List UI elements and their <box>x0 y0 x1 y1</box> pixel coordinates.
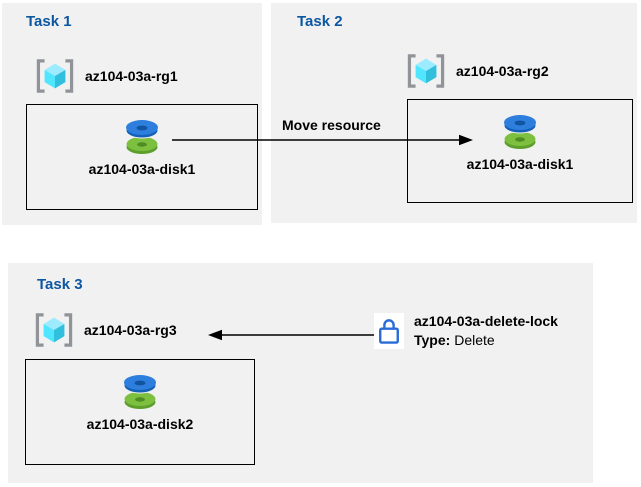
task2-title: Task 2 <box>297 13 343 30</box>
lock-type-label: Type: Delete <box>414 332 558 348</box>
task1-panel <box>2 3 262 225</box>
move-resource-label: Move resource <box>282 117 381 133</box>
task1-rg-label: az104-03a-rg1 <box>85 68 178 84</box>
task3-resource-box: az104-03a-disk2 <box>25 359 255 465</box>
task1-resource-box: az104-03a-disk1 <box>26 104 258 210</box>
task1-disk-label: az104-03a-disk1 <box>88 161 196 177</box>
lock-type-key: Type: <box>414 332 451 348</box>
task3-resource-group: az104-03a-rg3 <box>33 312 177 348</box>
task2-resource-group: az104-03a-rg2 <box>405 53 549 89</box>
task3-panel <box>8 263 593 483</box>
lock-type-value: Delete <box>454 332 495 348</box>
task1-title: Task 1 <box>26 13 72 30</box>
resource-group-icon <box>33 312 75 348</box>
task2-disk-label: az104-03a-disk1 <box>466 156 574 172</box>
task2-resource-box: az104-03a-disk1 <box>407 99 633 203</box>
disk-icon <box>120 373 160 410</box>
lock-icon <box>374 313 404 349</box>
task2-rg-label: az104-03a-rg2 <box>456 63 549 79</box>
lock-name-label: az104-03a-delete-lock <box>414 313 558 329</box>
disk-icon <box>500 113 540 150</box>
delete-lock-annotation: az104-03a-delete-lock Type: Delete <box>374 313 558 349</box>
task3-disk-label: az104-03a-disk2 <box>86 416 194 432</box>
resource-group-icon <box>405 53 447 89</box>
task1-resource-group: az104-03a-rg1 <box>34 58 178 94</box>
disk-icon <box>122 118 162 155</box>
lock-text: az104-03a-delete-lock Type: Delete <box>414 313 558 348</box>
task2-panel <box>271 3 637 223</box>
lock-icon-glyph <box>377 316 401 346</box>
resource-group-icon <box>34 58 76 94</box>
task3-title: Task 3 <box>37 276 83 293</box>
task3-rg-label: az104-03a-rg3 <box>84 322 177 338</box>
